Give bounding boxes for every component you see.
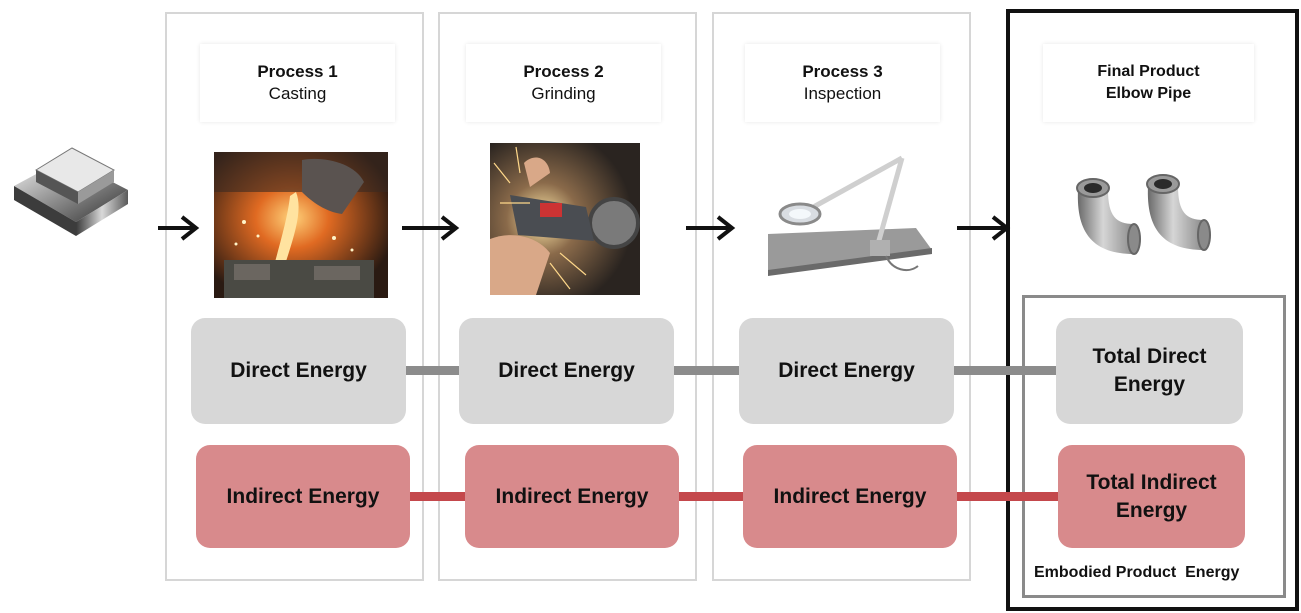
final-product-subtitle: Elbow Pipe (1105, 85, 1192, 102)
process-2-subtitle: Grinding (531, 84, 596, 103)
final-product-title: Final Product (1097, 63, 1200, 80)
process-3-title-box: Process 3 Inspection (745, 44, 940, 122)
inspection-lamp-image (768, 140, 932, 296)
final-product-title-box: Final Product Elbow Pipe (1043, 44, 1254, 122)
arrow-to-process-3-icon (686, 215, 736, 241)
process-1-direct-energy: Direct Energy (191, 318, 406, 424)
process-2-title: Process 2 (523, 62, 604, 81)
embodied-energy-box (1022, 295, 1286, 598)
process-1-title-box: Process 1 Casting (200, 44, 395, 122)
process-1-subtitle: Casting (268, 84, 327, 103)
embodied-product-energy-label: Embodied Product Energy (1034, 564, 1240, 581)
metal-ingot-icon (14, 147, 128, 236)
arrow-to-process-1-icon (158, 215, 200, 241)
casting-image (214, 152, 388, 298)
process-3-title: Process 3 (802, 62, 883, 81)
arrow-to-process-2-icon (402, 215, 460, 241)
indirect-energy-connector (408, 492, 1062, 501)
total-indirect-energy: Total Indirect Energy (1058, 445, 1245, 548)
process-3-subtitle: Inspection (803, 84, 882, 103)
process-1-title: Process 1 (257, 62, 338, 81)
elbow-pipe-image (1076, 174, 1211, 255)
total-direct-energy: Total Direct Energy (1056, 318, 1243, 424)
process-2-direct-energy: Direct Energy (459, 318, 674, 424)
process-3-direct-energy: Direct Energy (739, 318, 954, 424)
grinding-image (490, 143, 640, 295)
direct-energy-connector (404, 366, 1060, 375)
process-1-indirect-energy: Indirect Energy (196, 445, 410, 548)
process-2-title-box: Process 2 Grinding (466, 44, 661, 122)
process-3-indirect-energy: Indirect Energy (743, 445, 957, 548)
arrow-to-final-product-icon (957, 215, 1011, 241)
process-2-indirect-energy: Indirect Energy (465, 445, 679, 548)
